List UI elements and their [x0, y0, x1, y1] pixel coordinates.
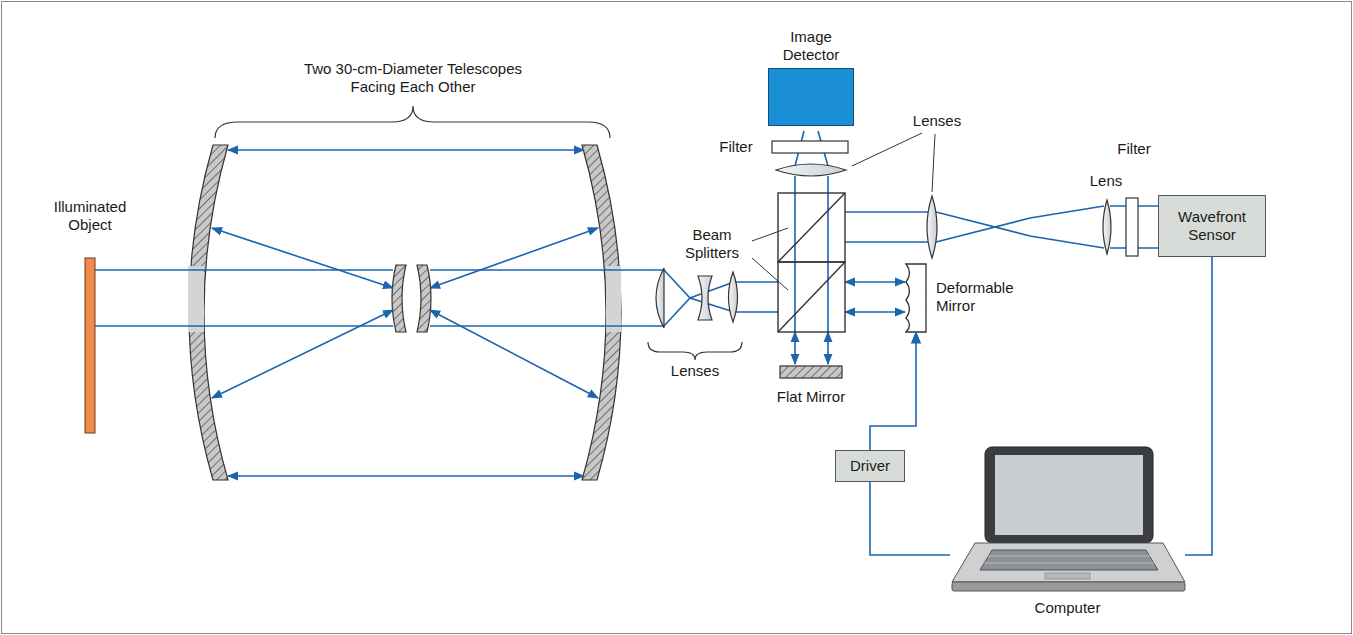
- part-label: Filter: [706, 138, 766, 156]
- illuminated-object: [85, 258, 95, 433]
- bracket: [648, 342, 742, 360]
- part-label: Lenses: [902, 112, 972, 130]
- part-label: Lenses: [660, 362, 730, 380]
- node-text: Deformable Mirror: [936, 279, 1016, 315]
- detector-box: [768, 68, 854, 126]
- node-text: Wavefront Sensor: [1167, 208, 1257, 244]
- deformable-mirror-part: Deformable Mirror: [904, 262, 1016, 332]
- telescope-mirrors: [188, 145, 621, 480]
- flat-mirror: [780, 366, 842, 378]
- filter: [772, 141, 848, 153]
- driver-box: Driver: [835, 450, 905, 482]
- bracket: [215, 106, 610, 138]
- image-detector: Image Detector: [764, 28, 858, 126]
- signal-wire: [870, 332, 916, 450]
- wavefront-sensor-box: Wavefront Sensor: [1158, 195, 1266, 257]
- part-label: Filter: [1104, 140, 1164, 158]
- filter: [1126, 198, 1138, 256]
- leader-line: [752, 133, 935, 290]
- node-text: Image Detector: [764, 28, 858, 64]
- part-label: Illuminated Object: [35, 198, 145, 234]
- laptop: [952, 447, 1185, 591]
- node-text: Computer: [950, 599, 1185, 617]
- deformable-mirror: [906, 264, 926, 332]
- signal-wire: [870, 482, 950, 555]
- part-label: Two 30-cm-Diameter Telescopes Facing Eac…: [283, 60, 543, 96]
- part-label: Lens: [1081, 172, 1131, 190]
- light-rays: [95, 131, 1158, 476]
- beam-splitter: [778, 193, 845, 332]
- part-label: Beam Splitters: [672, 226, 752, 262]
- node-text: Driver: [850, 457, 890, 475]
- signal-wire: [1185, 257, 1212, 555]
- lenses: [656, 164, 1111, 328]
- part-label: Flat Mirror: [776, 388, 846, 406]
- computer: Computer: [950, 445, 1185, 617]
